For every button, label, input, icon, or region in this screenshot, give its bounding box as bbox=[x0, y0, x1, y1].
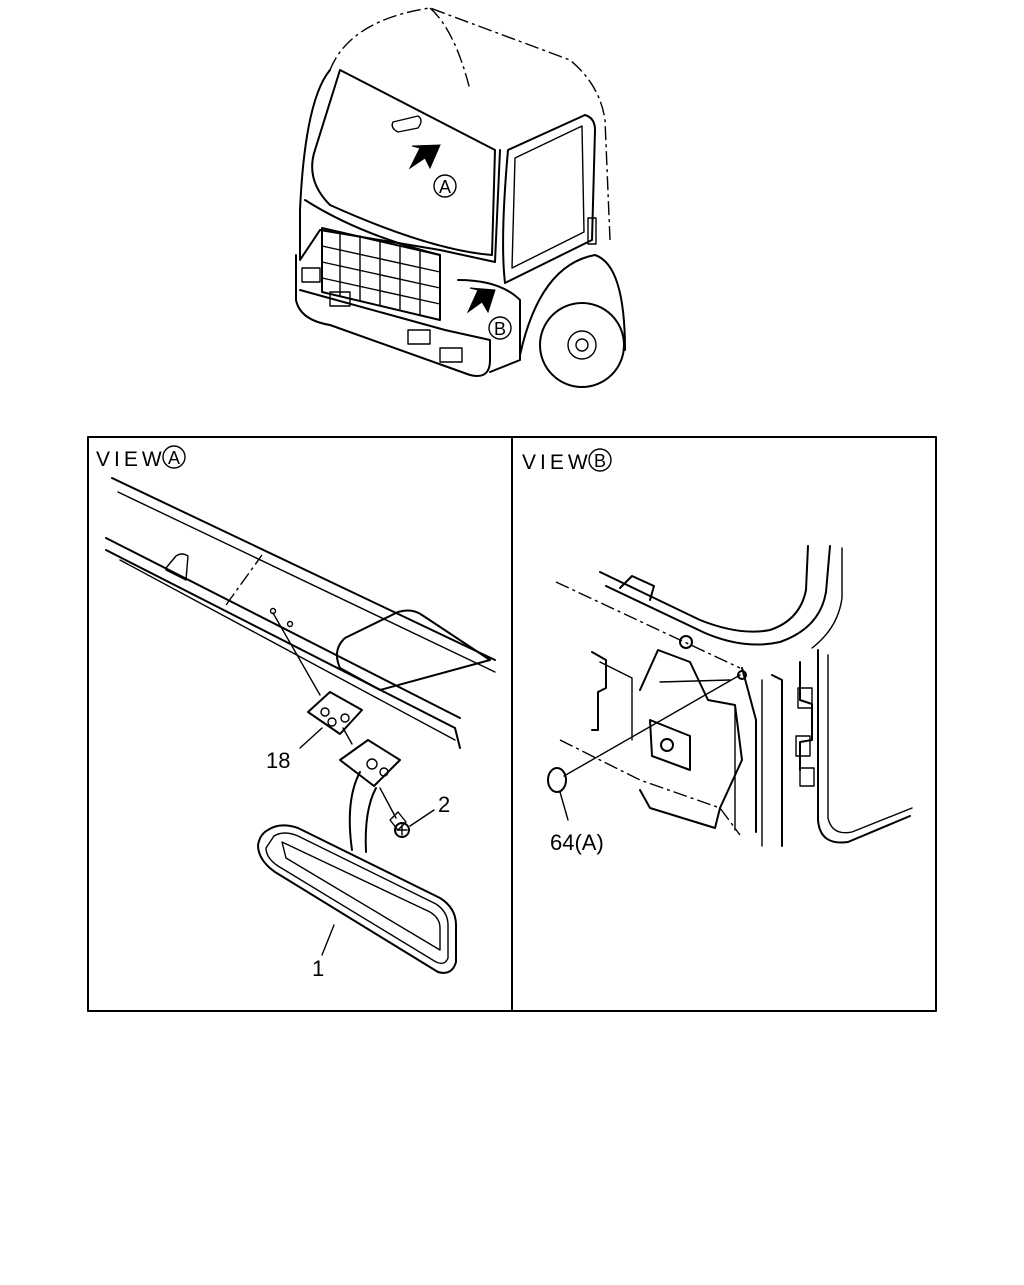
cab-front-body bbox=[299, 69, 501, 263]
wheel-hub bbox=[567, 330, 597, 360]
view-b-panel: VIEW B bbox=[522, 448, 913, 855]
view-b-marker-circle bbox=[588, 448, 612, 472]
mirror-mount bbox=[339, 727, 401, 853]
leader-64 bbox=[559, 791, 569, 821]
leader-1 bbox=[321, 924, 335, 956]
front-grille bbox=[321, 227, 441, 321]
marker-b-label: B bbox=[494, 319, 506, 339]
rearview-mirror bbox=[257, 824, 457, 974]
truck-cab-illustration: A B bbox=[295, 7, 626, 388]
mirror-bracket bbox=[272, 612, 363, 735]
callout-2: 2 bbox=[438, 792, 450, 817]
cab-roof-outline bbox=[329, 7, 611, 241]
marker-a-circle bbox=[433, 174, 457, 198]
callout-64: 64(A) bbox=[550, 830, 604, 855]
fog-lamp-right bbox=[407, 329, 431, 345]
overview-mirror bbox=[391, 115, 422, 133]
door-handle bbox=[587, 217, 597, 245]
windshield bbox=[311, 69, 496, 256]
cab-corner-structure bbox=[555, 545, 913, 847]
headlamp-left bbox=[301, 267, 321, 283]
fog-lamp-left bbox=[329, 291, 351, 307]
body-plug bbox=[547, 674, 741, 793]
front-wheel bbox=[539, 302, 625, 388]
arrow-to-view-a bbox=[408, 144, 441, 170]
front-fender bbox=[519, 254, 626, 356]
roof-header-panel bbox=[105, 477, 496, 749]
wheel-center bbox=[575, 338, 589, 352]
callout-1: 1 bbox=[312, 956, 324, 981]
view-a-title: VIEW bbox=[96, 448, 166, 471]
headlamp-right bbox=[439, 347, 463, 363]
cab-roof-edge bbox=[429, 7, 471, 91]
door-window bbox=[502, 114, 596, 284]
view-b-title: VIEW bbox=[522, 451, 592, 474]
callout-18: 18 bbox=[266, 748, 290, 773]
door-window-inner bbox=[511, 125, 585, 269]
arrow-to-view-b bbox=[466, 287, 496, 314]
mounting-screw bbox=[379, 787, 410, 838]
view-a-marker-circle bbox=[162, 445, 186, 469]
marker-a-label: A bbox=[439, 177, 451, 197]
front-bumper bbox=[295, 254, 491, 377]
view-a-marker-label: A bbox=[168, 448, 180, 468]
marker-b-circle bbox=[488, 316, 512, 340]
view-b-marker-label: B bbox=[594, 451, 606, 471]
cab-corner-panel bbox=[457, 279, 521, 373]
view-a-panel: VIEW A 18 bbox=[96, 445, 496, 981]
leader-2 bbox=[409, 809, 435, 827]
leader-18 bbox=[299, 727, 323, 749]
